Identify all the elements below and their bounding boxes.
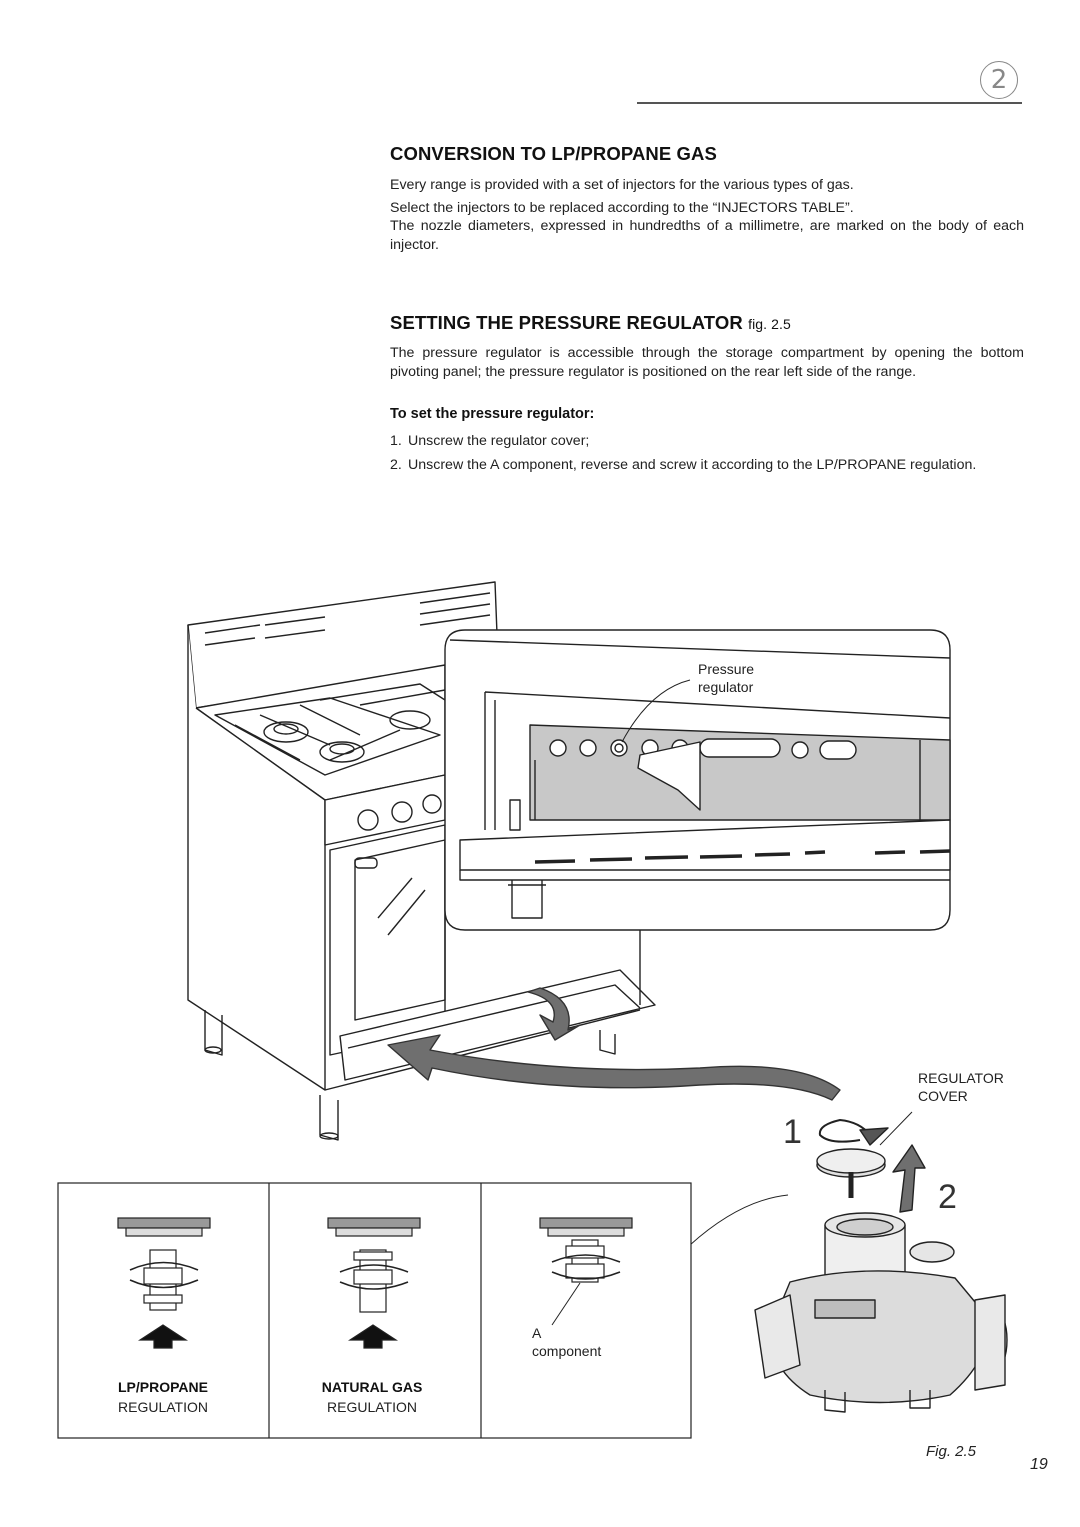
step-one-marker: 1 bbox=[783, 1113, 802, 1151]
regulator-cover-label-line2: COVER bbox=[918, 1088, 968, 1104]
paragraph-select-injectors: Select the injectors to be replaced acco… bbox=[390, 200, 854, 216]
zoom-inset bbox=[444, 629, 951, 931]
list-item: 1. Unscrew the regulator cover; bbox=[390, 432, 1010, 451]
list-item: 2. Unscrew the A component, reverse and s… bbox=[390, 456, 1010, 475]
natural-gas-caption: NATURAL GAS bbox=[321, 1379, 423, 1395]
step-two-marker: 2 bbox=[938, 1178, 957, 1216]
section-title-conversion: CONVERSION TO LP/PROPANE GAS bbox=[390, 143, 717, 164]
regulator-cover-label-line1: REGULATOR bbox=[918, 1070, 1004, 1086]
a-label: A bbox=[532, 1325, 542, 1341]
figure-reference: fig. 2.5 bbox=[748, 316, 791, 332]
pressure-label-line2: regulator bbox=[698, 679, 754, 695]
paragraph-regulator-access: The pressure regulator is accessible thr… bbox=[390, 345, 1024, 380]
subheading-set-regulator: To set the pressure regulator: bbox=[390, 406, 595, 422]
section-title-pressure-regulator: SETTING THE PRESSURE REGULATOR fig. 2.5 bbox=[390, 312, 791, 334]
guide-arrows bbox=[387, 987, 841, 1101]
list-item-number: 1. bbox=[390, 433, 402, 449]
lp-propane-diagram bbox=[117, 1217, 211, 1349]
a-component-diagram bbox=[539, 1217, 633, 1326]
list-item-number: 2. bbox=[390, 457, 402, 473]
chapter-number-badge: 2 bbox=[980, 61, 1018, 99]
figure-label: Fig. 2.5 bbox=[926, 1443, 977, 1460]
ng-regulation-caption: REGULATION bbox=[327, 1399, 417, 1415]
pressure-label-line1: Pressure bbox=[698, 661, 755, 677]
section-title-text: SETTING THE PRESSURE REGULATOR bbox=[390, 312, 743, 333]
lp-regulation-caption: REGULATION bbox=[118, 1399, 208, 1415]
list-item-text: Unscrew the A component, reverse and scr… bbox=[408, 457, 977, 473]
header-rule bbox=[637, 102, 1022, 104]
paragraph-injectors: Every range is provided with a set of in… bbox=[390, 177, 854, 193]
list-item-text: Unscrew the regulator cover; bbox=[408, 433, 590, 449]
component-label: component bbox=[532, 1343, 602, 1359]
natural-gas-diagram bbox=[327, 1217, 421, 1349]
regulator-body bbox=[689, 1194, 1008, 1413]
regulation-panels bbox=[57, 1182, 692, 1439]
regulator-cover-assembly bbox=[816, 1111, 926, 1213]
paragraph-nozzle-diameters: The nozzle diameters, expressed in hundr… bbox=[390, 218, 1024, 253]
page-number: 19 bbox=[1030, 1456, 1048, 1473]
lp-propane-caption: LP/PROPANE bbox=[118, 1379, 208, 1395]
